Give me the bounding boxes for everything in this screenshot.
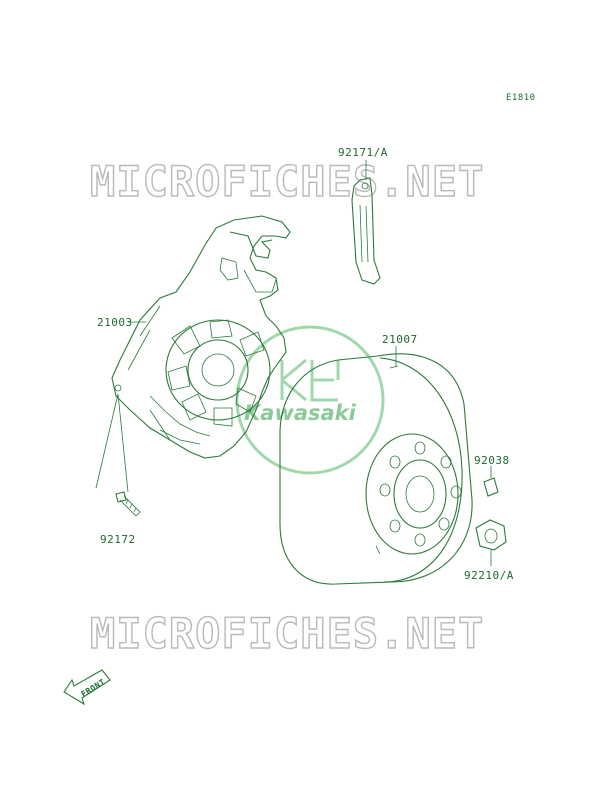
watermark-top: MICROFICHES.NET xyxy=(90,157,484,206)
brand-watermark-text: Kawasaki xyxy=(244,401,357,425)
part-21003-stator-assembly[interactable] xyxy=(111,215,291,459)
leader-92172 xyxy=(95,393,129,493)
front-arrow: FRONT xyxy=(63,669,111,706)
part-label-92172[interactable]: 92172 xyxy=(100,533,136,546)
part-92171-a-bracket[interactable] xyxy=(351,177,381,285)
watermark-bottom: MICROFICHES.NET xyxy=(90,609,484,658)
part-label-92038[interactable]: 92038 xyxy=(474,454,510,467)
diagram-code: E1810 xyxy=(506,93,536,103)
part-92210-a-nut[interactable] xyxy=(475,519,507,551)
part-label-21003[interactable]: 21003 xyxy=(97,316,133,329)
part-92038-key[interactable] xyxy=(483,477,499,497)
part-label-92210-a[interactable]: 92210/A xyxy=(464,569,514,582)
kawasaki-logo-watermark: Kawasaki xyxy=(235,325,385,475)
part-label-92171-a[interactable]: 92171/A xyxy=(338,146,388,159)
part-21007-flywheel[interactable] xyxy=(279,353,473,585)
part-label-21007[interactable]: 21007 xyxy=(382,333,418,346)
part-92172-screw[interactable] xyxy=(115,491,141,517)
